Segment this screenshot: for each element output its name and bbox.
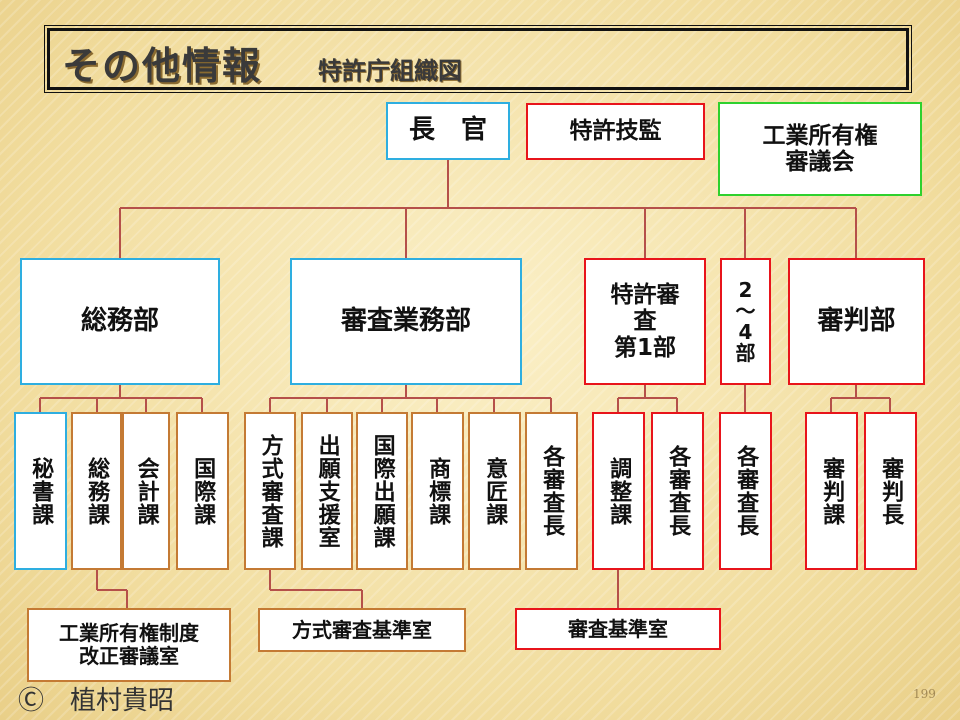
chief-examiners-b-label: 各審査長 bbox=[665, 445, 691, 537]
exam-affairs-dept-box: 審査業務部 bbox=[290, 258, 522, 385]
patent-tech-box: 特許技監 bbox=[526, 103, 705, 160]
formality-exam-section-box: 方式審査課 bbox=[244, 412, 296, 570]
page-title: その他情報 bbox=[62, 44, 263, 88]
accounting-section-box: 会計課 bbox=[122, 412, 170, 570]
chief-examiners-b-box: 各審査長 bbox=[651, 412, 704, 570]
design-section-label: 意匠課 bbox=[482, 456, 508, 526]
general-affairs-section-box: 総務課 bbox=[71, 412, 122, 570]
exam-affairs-dept-label: 審査業務部 bbox=[340, 305, 471, 336]
appeals-section-label: 審判課 bbox=[819, 456, 845, 526]
trademark-section-box: 商標課 bbox=[411, 412, 464, 570]
ip-reform-office-label: 工業所有権制度 改正審議室 bbox=[59, 621, 199, 668]
formality-exam-section-label: 方式審査課 bbox=[257, 433, 283, 549]
intl-filing-section-label: 国際出願課 bbox=[369, 433, 395, 549]
accounting-section-label: 会計課 bbox=[133, 456, 159, 526]
filing-support-office-box: 出願支援室 bbox=[301, 412, 353, 570]
council-box: 工業所有権 審議会 bbox=[718, 102, 922, 196]
design-section-box: 意匠課 bbox=[468, 412, 521, 570]
exam-standards-office-box: 審査基準室 bbox=[515, 608, 721, 650]
appeals-chief-box: 審判長 bbox=[864, 412, 917, 570]
commissioner-label: 長 官 bbox=[408, 115, 487, 146]
general-dept-box: 総務部 bbox=[20, 258, 220, 385]
general-dept-label: 総務部 bbox=[80, 305, 159, 336]
page-number: 199 bbox=[913, 687, 936, 701]
patent-tech-label: 特許技監 bbox=[569, 118, 662, 145]
international-section-label: 国際課 bbox=[190, 456, 216, 526]
chief-examiners-a-box: 各審査長 bbox=[525, 412, 578, 570]
copyright-notice: Ⓒ 植村貴昭 bbox=[18, 686, 175, 716]
patent-exam1-dept-box: 特許審 査 第1部 bbox=[584, 258, 706, 385]
appeals-chief-label: 審判長 bbox=[878, 456, 904, 526]
appeals-dept-box: 審判部 bbox=[788, 258, 925, 385]
appeals-section-box: 審判課 bbox=[805, 412, 858, 570]
filing-support-office-label: 出願支援室 bbox=[314, 433, 340, 549]
secretary-section-box: 秘書課 bbox=[14, 412, 67, 570]
intl-filing-section-box: 国際出願課 bbox=[356, 412, 408, 570]
title-frame: その他情報 特許庁組織図 bbox=[44, 25, 912, 93]
patent-exam1-dept-label: 特許審 査 第1部 bbox=[610, 281, 680, 361]
coordination-section-label: 調整課 bbox=[606, 456, 632, 526]
secretary-section-label: 秘書課 bbox=[28, 456, 54, 526]
ip-reform-office-box: 工業所有権制度 改正審議室 bbox=[27, 608, 231, 682]
exam-standards-office-label: 審査基準室 bbox=[568, 616, 668, 641]
exam2-4-dept-label: 2 〜 4 部 bbox=[735, 277, 756, 365]
chief-examiners-c-label: 各審査長 bbox=[733, 445, 759, 537]
international-section-box: 国際課 bbox=[176, 412, 229, 570]
chief-examiners-a-label: 各審査長 bbox=[539, 445, 565, 537]
general-affairs-section-label: 総務課 bbox=[84, 456, 110, 526]
formality-standards-office-box: 方式審査基準室 bbox=[258, 608, 466, 652]
appeals-dept-label: 審判部 bbox=[817, 305, 896, 336]
coordination-section-box: 調整課 bbox=[592, 412, 645, 570]
commissioner-box: 長 官 bbox=[386, 102, 510, 160]
exam2-4-dept-box: 2 〜 4 部 bbox=[720, 258, 771, 385]
formality-standards-office-label: 方式審査基準室 bbox=[292, 617, 432, 642]
page-subtitle: 特許庁組織図 bbox=[318, 57, 462, 85]
trademark-section-label: 商標課 bbox=[425, 456, 451, 526]
council-label: 工業所有権 審議会 bbox=[762, 122, 878, 175]
chief-examiners-c-box: 各審査長 bbox=[719, 412, 772, 570]
